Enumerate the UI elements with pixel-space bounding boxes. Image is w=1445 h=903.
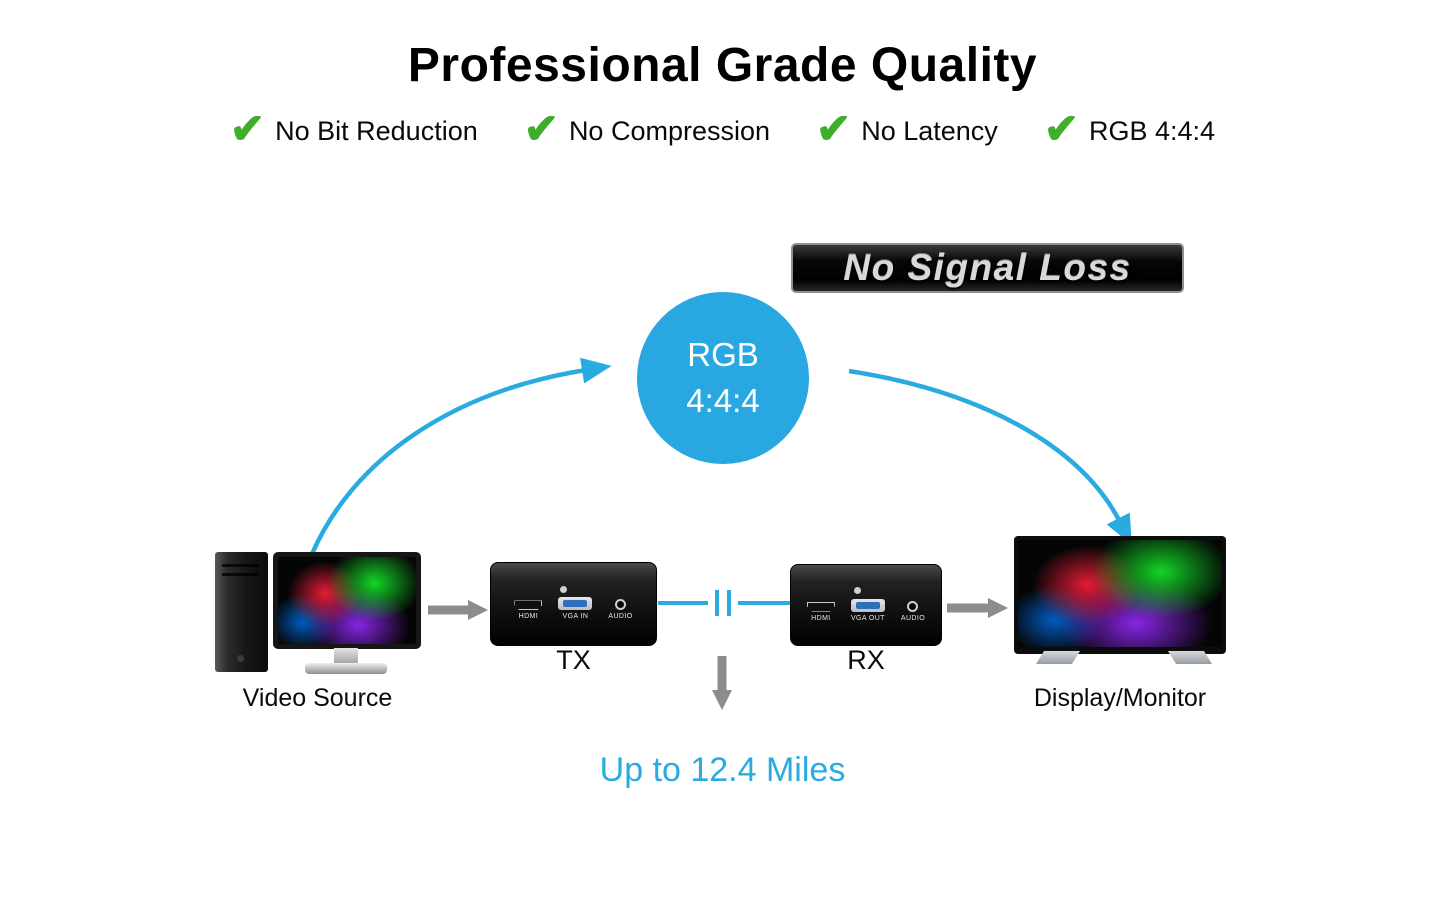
check-icon: ✔ [1043,105,1080,152]
feature-list: ✔ No Bit Reduction ✔ No Compression ✔ No… [0,105,1445,152]
hdmi-port-icon [514,600,543,611]
rx-extender-box: HDMI VGA OUT AUDIO [790,564,942,646]
rx-audio-port-group: AUDIO [900,600,926,622]
thumbscrew-icon [854,587,861,595]
page-title: Professional Grade Quality [407,39,1038,92]
distance-label: Up to 12.4 Miles [599,751,846,789]
rgb-circle-line2: 4:4:4 [686,382,760,419]
check-icon: ✔ [523,105,559,152]
thumbscrew-icon [560,585,568,593]
tower-drive-slot [222,564,259,567]
vga-port-icon [850,598,885,612]
monitor-stand-neck [334,648,358,665]
hdmi-port-icon [806,601,835,612]
feature-label: No Bit Reduction [275,115,478,146]
display-tv-screen [1018,540,1222,647]
tower-power-button-icon [237,655,244,662]
audio-jack-icon [614,599,626,611]
badge-text: No Signal Loss [843,247,1132,288]
source-monitor-screen [278,557,416,644]
tx-hdmi-port-group: HDMI [514,600,543,621]
vga-port-icon [558,597,593,611]
feature-item-no-latency: ✔ No Latency [816,105,998,152]
port-label: VGA OUT [850,614,885,622]
port-label: VGA IN [562,613,589,621]
feature-item-rgb-444: ✔ RGB 4:4:4 [1043,105,1216,152]
display-tv [1014,536,1226,654]
feature-label: No Compression [568,115,771,146]
check-icon: ✔ [229,105,266,152]
tower-drive-slot [222,573,259,576]
rx-vga-port-group: VGA OUT [850,598,885,622]
tx-vga-port-group: VGA IN [558,597,593,621]
check-icon: ✔ [816,105,852,152]
computer-tower [215,552,268,672]
feature-item-no-bit-reduction: ✔ No Bit Reduction [229,105,478,152]
vga-port-inner [855,601,880,609]
vga-port-inner [563,600,588,608]
audio-jack-icon [907,600,919,612]
video-source-label: Video Source [242,684,393,712]
port-label: HDMI [811,614,831,622]
rgb-444-circle: RGB 4:4:4 [637,292,809,464]
port-label: AUDIO [900,614,926,622]
tx-port-panel: HDMI VGA IN AUDIO [491,597,656,620]
tx-audio-port-group: AUDIO [608,599,632,620]
rx-hdmi-port-group: HDMI [806,601,835,622]
rx-label: RX [847,645,885,675]
curved-arrow-circle-to-display-icon [848,368,1132,546]
rgb-circle-line1: RGB [687,336,759,373]
tv-leg [1035,651,1081,664]
port-label: AUDIO [608,613,633,621]
tv-leg [1167,651,1213,664]
tx-label: TX [556,645,591,675]
no-signal-loss-badge: No Signal Loss [791,243,1184,293]
source-monitor [273,552,421,649]
feature-item-no-compression: ✔ No Compression [523,105,771,152]
tx-extender-box: HDMI VGA IN AUDIO [490,562,657,646]
monitor-stand-base [305,663,387,674]
curved-arrow-source-to-circle-icon [309,357,612,555]
rx-port-panel: HDMI VGA OUT AUDIO [791,598,941,622]
display-monitor-label: Display/Monitor [1033,684,1207,712]
feature-label: No Latency [861,115,998,146]
port-label: HDMI [518,613,539,621]
feature-label: RGB 4:4:4 [1089,115,1216,146]
